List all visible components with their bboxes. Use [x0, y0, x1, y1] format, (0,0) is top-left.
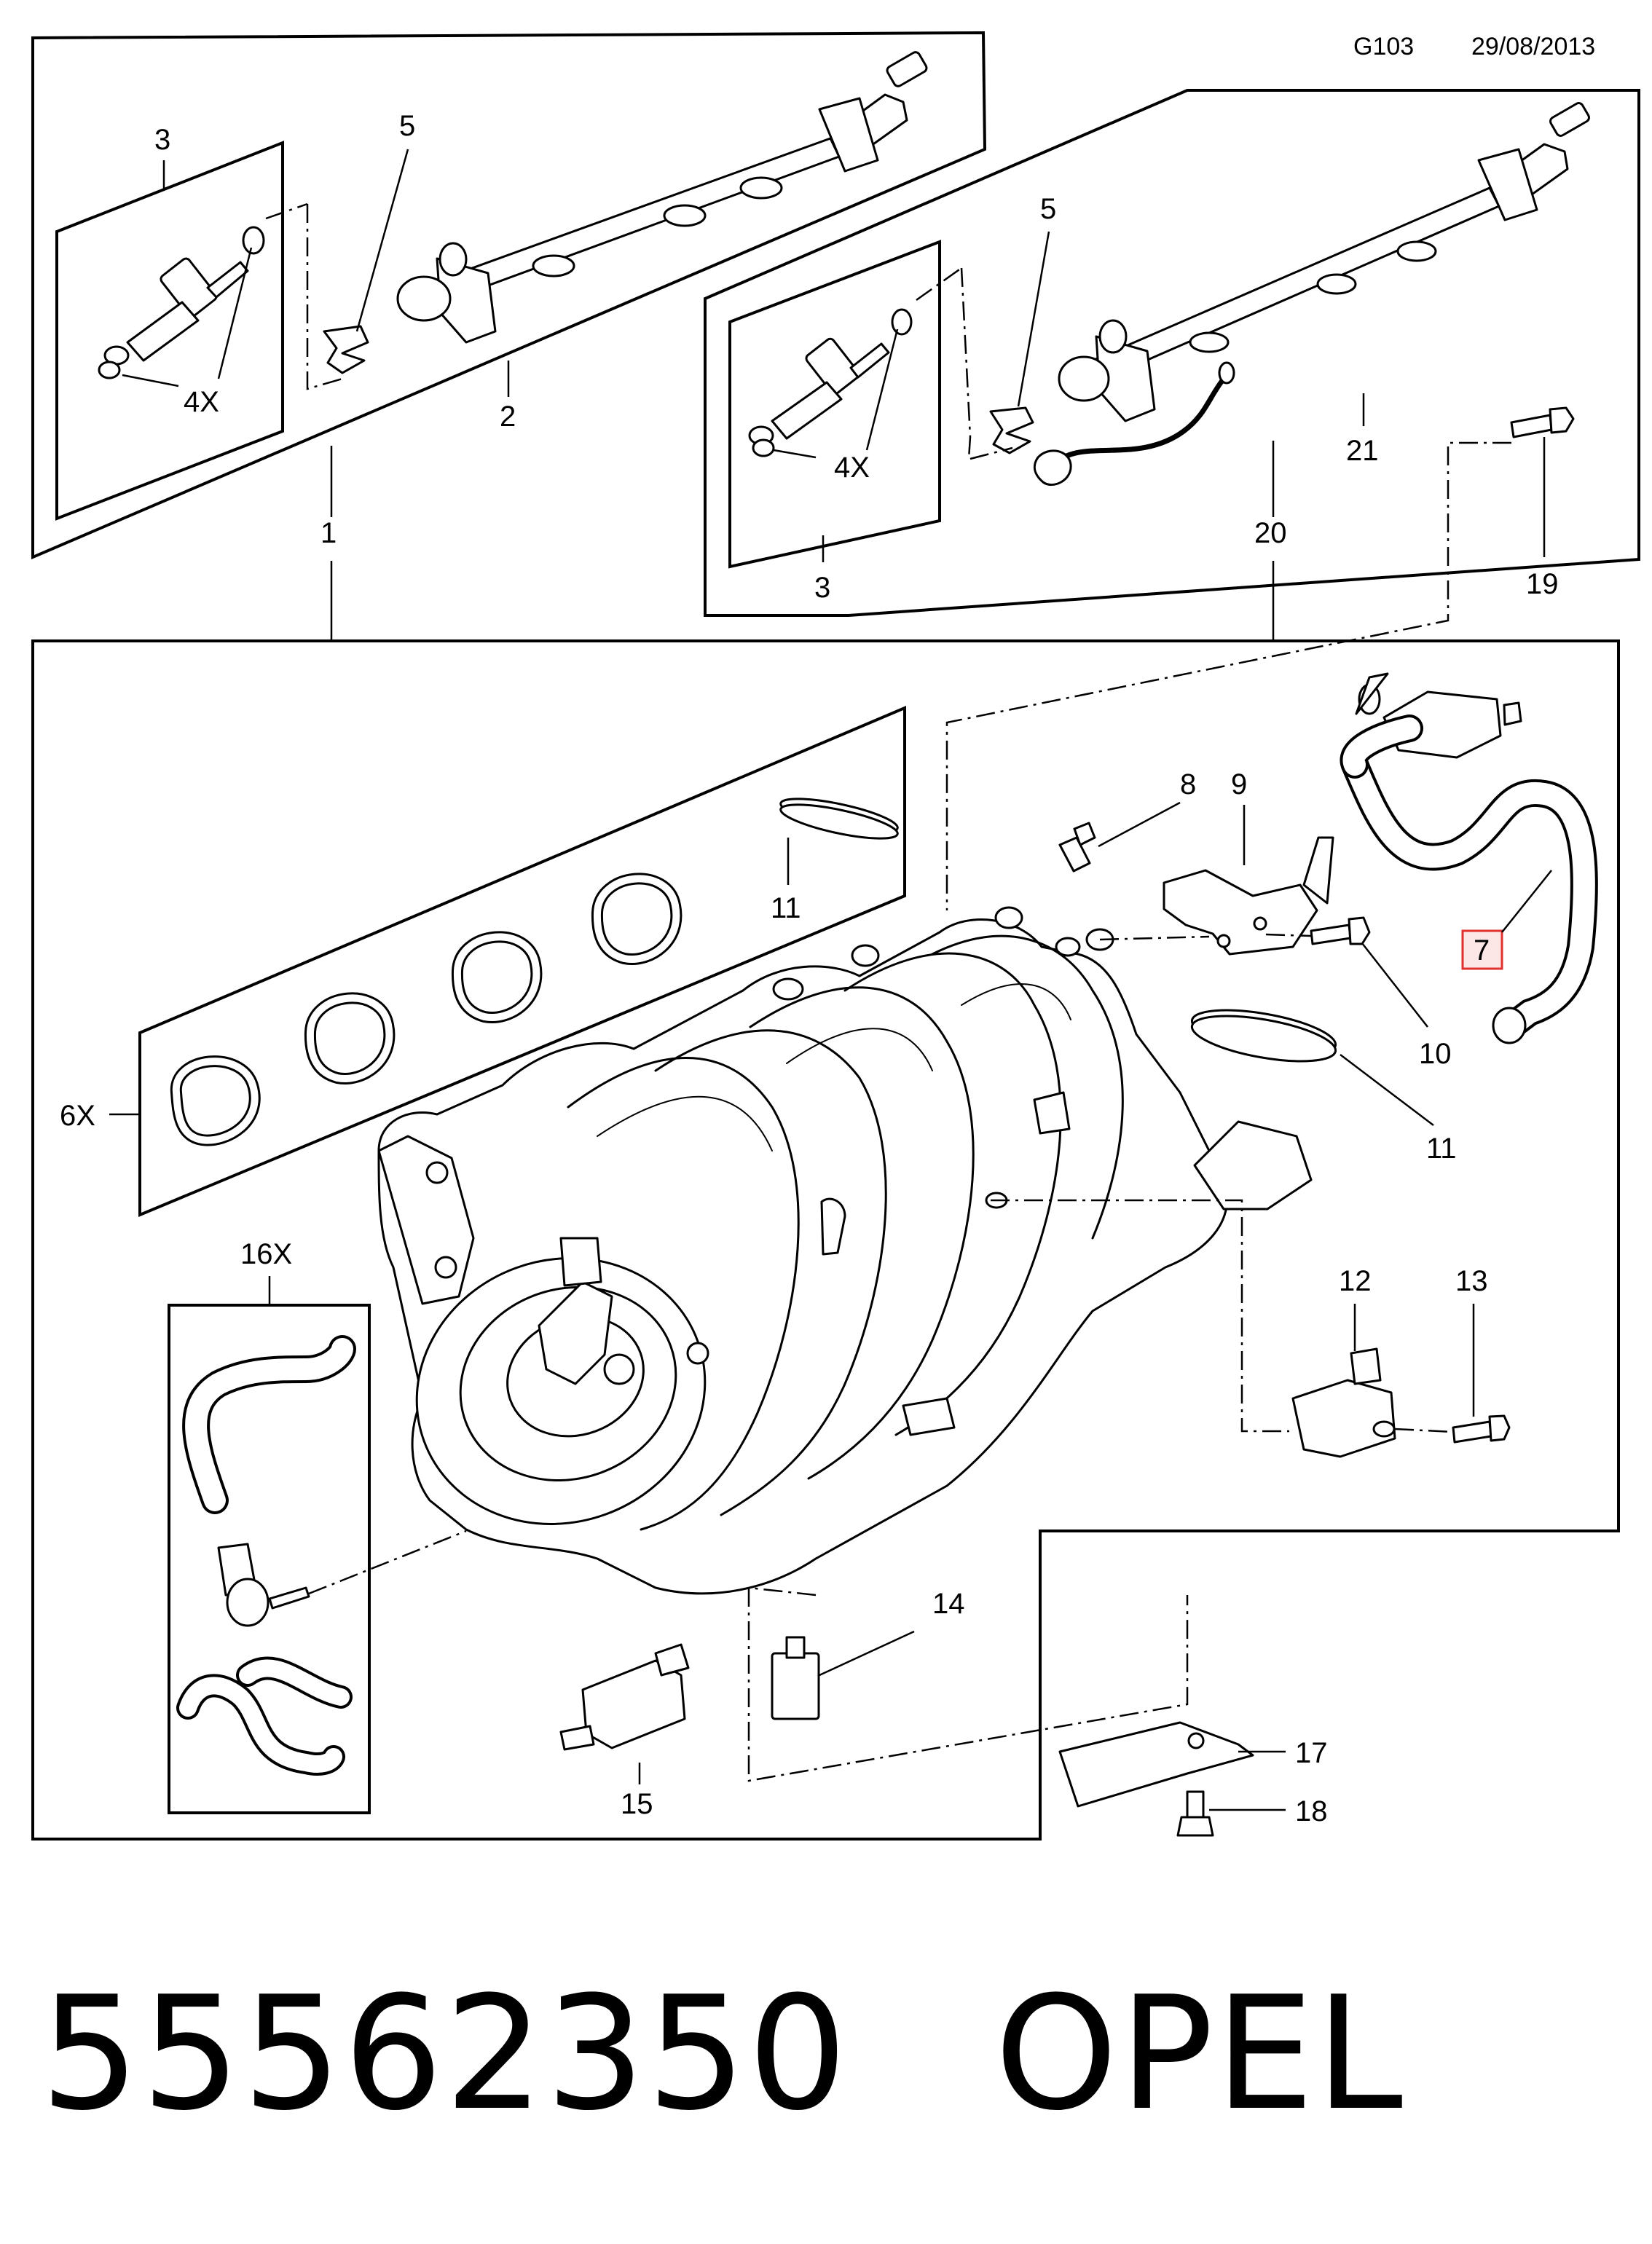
fuel-rail-right	[1033, 102, 1590, 487]
callout-8: 8	[1180, 768, 1196, 800]
fuel-rail-left	[396, 51, 928, 344]
evap-purge-valve-hose	[1340, 672, 1598, 1044]
bracket-9	[1163, 836, 1334, 956]
gasket-strip-panel	[138, 705, 906, 1218]
callout-14: 14	[932, 1588, 965, 1620]
callout-17: 17	[1295, 1737, 1328, 1769]
callout-12: 12	[1339, 1265, 1372, 1297]
stud-14	[771, 1636, 820, 1720]
bolt-19	[1510, 406, 1575, 438]
bolt-18	[1176, 1790, 1214, 1837]
callout-10: 10	[1419, 1038, 1452, 1070]
fuel-injector-left	[98, 226, 265, 379]
part-number: 55562350	[40, 1962, 849, 2145]
callout-20: 20	[1254, 517, 1287, 549]
throttle-gasket-right	[1190, 1009, 1337, 1063]
callout-2: 2	[500, 401, 516, 433]
intake-manifold-panel	[31, 639, 1620, 1841]
pcv-hoses	[176, 1335, 356, 1776]
brand-name: OPEL	[994, 1962, 1404, 2145]
parts-diagram: G103 29/08/2013 3 5 4X 2 1	[31, 31, 1640, 1841]
callout-7-highlight: 7	[1461, 929, 1503, 970]
callout-15: 15	[621, 1788, 653, 1820]
bolt-8	[1058, 822, 1096, 873]
callout-13: 13	[1455, 1265, 1488, 1297]
sensor-15	[559, 1643, 690, 1751]
callout-3-left: 3	[154, 124, 170, 156]
callout-5-left: 5	[399, 110, 415, 142]
callout-4x-right: 4X	[834, 452, 870, 484]
callout-21: 21	[1346, 435, 1379, 467]
callout-11-top: 11	[771, 892, 801, 924]
bracket-17	[1058, 1721, 1254, 1808]
callout-18: 18	[1295, 1795, 1328, 1827]
callout-9: 9	[1231, 768, 1247, 800]
injector-inset-left	[55, 141, 284, 521]
intake-gasket-set	[170, 873, 683, 1146]
retaining-clip-left	[323, 325, 369, 374]
intake-manifold	[377, 906, 1313, 1595]
fuel-injector-right	[748, 308, 913, 457]
throttle-gasket-top	[779, 798, 899, 840]
callout-5-right: 5	[1040, 193, 1056, 225]
bolt-10	[1310, 916, 1371, 945]
injector-inset-right	[728, 240, 941, 569]
callout-16x: 16X	[240, 1238, 292, 1270]
fuel-rail-panel-left	[31, 31, 987, 560]
callout-4x-left: 4X	[184, 386, 219, 418]
callout-7: 7	[1474, 934, 1490, 967]
callout-11-right: 11	[1426, 1133, 1457, 1165]
diagram-date: 29/08/2013	[1471, 33, 1595, 60]
map-sensor-12	[1291, 1347, 1396, 1458]
callout-3-right: 3	[814, 572, 830, 604]
fuel-rail-panel-right	[704, 89, 1640, 617]
callout-6x: 6X	[60, 1100, 95, 1132]
callout-19: 19	[1526, 568, 1559, 600]
diagram-code: G103	[1353, 33, 1414, 60]
retaining-clip-right	[989, 406, 1034, 454]
callout-1: 1	[320, 517, 337, 549]
bolt-13	[1452, 1414, 1511, 1444]
